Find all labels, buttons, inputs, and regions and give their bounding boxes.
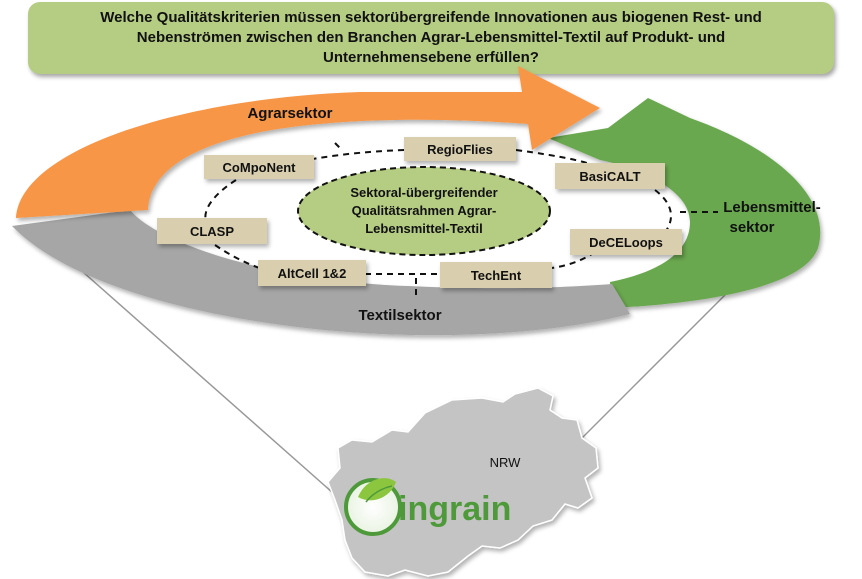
center-ellipse xyxy=(297,166,551,256)
ingrain-logo: ingrain xyxy=(344,478,511,536)
leaf-icon xyxy=(365,485,393,503)
project-label: TechEnt xyxy=(471,268,522,283)
nrw-map xyxy=(327,387,599,577)
logo-wordmark: ingrain xyxy=(398,490,511,528)
center-label-line1: Sektoral-übergreifender xyxy=(350,185,497,200)
leaf-icon xyxy=(358,478,396,501)
project-box-clasp: CLASP xyxy=(157,218,267,244)
question-text: Welche Qualitätskriterien müssen sektorü… xyxy=(100,9,762,66)
project-box-regioflies: RegioFlies xyxy=(404,137,516,161)
project-label: AltCell 1&2 xyxy=(278,266,347,281)
project-label: CoMpoNent xyxy=(223,160,297,175)
project-box-altcell: AltCell 1&2 xyxy=(258,260,366,286)
center-label-line2: Qualitätsrahmen Agrar- xyxy=(352,203,497,218)
project-label: DeCELoops xyxy=(589,235,663,250)
nrw-label: NRW xyxy=(490,455,522,470)
lebensmittel-sector-label-line2: sektor xyxy=(729,219,774,236)
lebensmittel-sector-arrow xyxy=(548,98,821,308)
agrar-sector-arrow xyxy=(16,66,600,218)
project-box-component: CoMpoNent xyxy=(204,155,314,179)
project-box-deceloops: DeCELoops xyxy=(570,229,682,255)
question-banner: Welche Qualitätskriterien müssen sektorü… xyxy=(28,2,834,74)
project-label: BasiCALT xyxy=(579,169,640,184)
textil-sector-label: Textilsektor xyxy=(358,307,441,324)
cone-line-left xyxy=(39,233,351,509)
project-label: CLASP xyxy=(190,224,234,239)
project-box-techent: TechEnt xyxy=(440,262,552,288)
lebensmittel-sector-label-line1: Lebensmittel- xyxy=(723,199,821,216)
project-box-basicalt: BasiCALT xyxy=(555,163,665,189)
center-label-line3: Lebensmittel-Textil xyxy=(365,221,483,236)
project-label: RegioFlies xyxy=(427,142,493,157)
agrar-sector-label: Agrarsektor xyxy=(247,105,332,122)
